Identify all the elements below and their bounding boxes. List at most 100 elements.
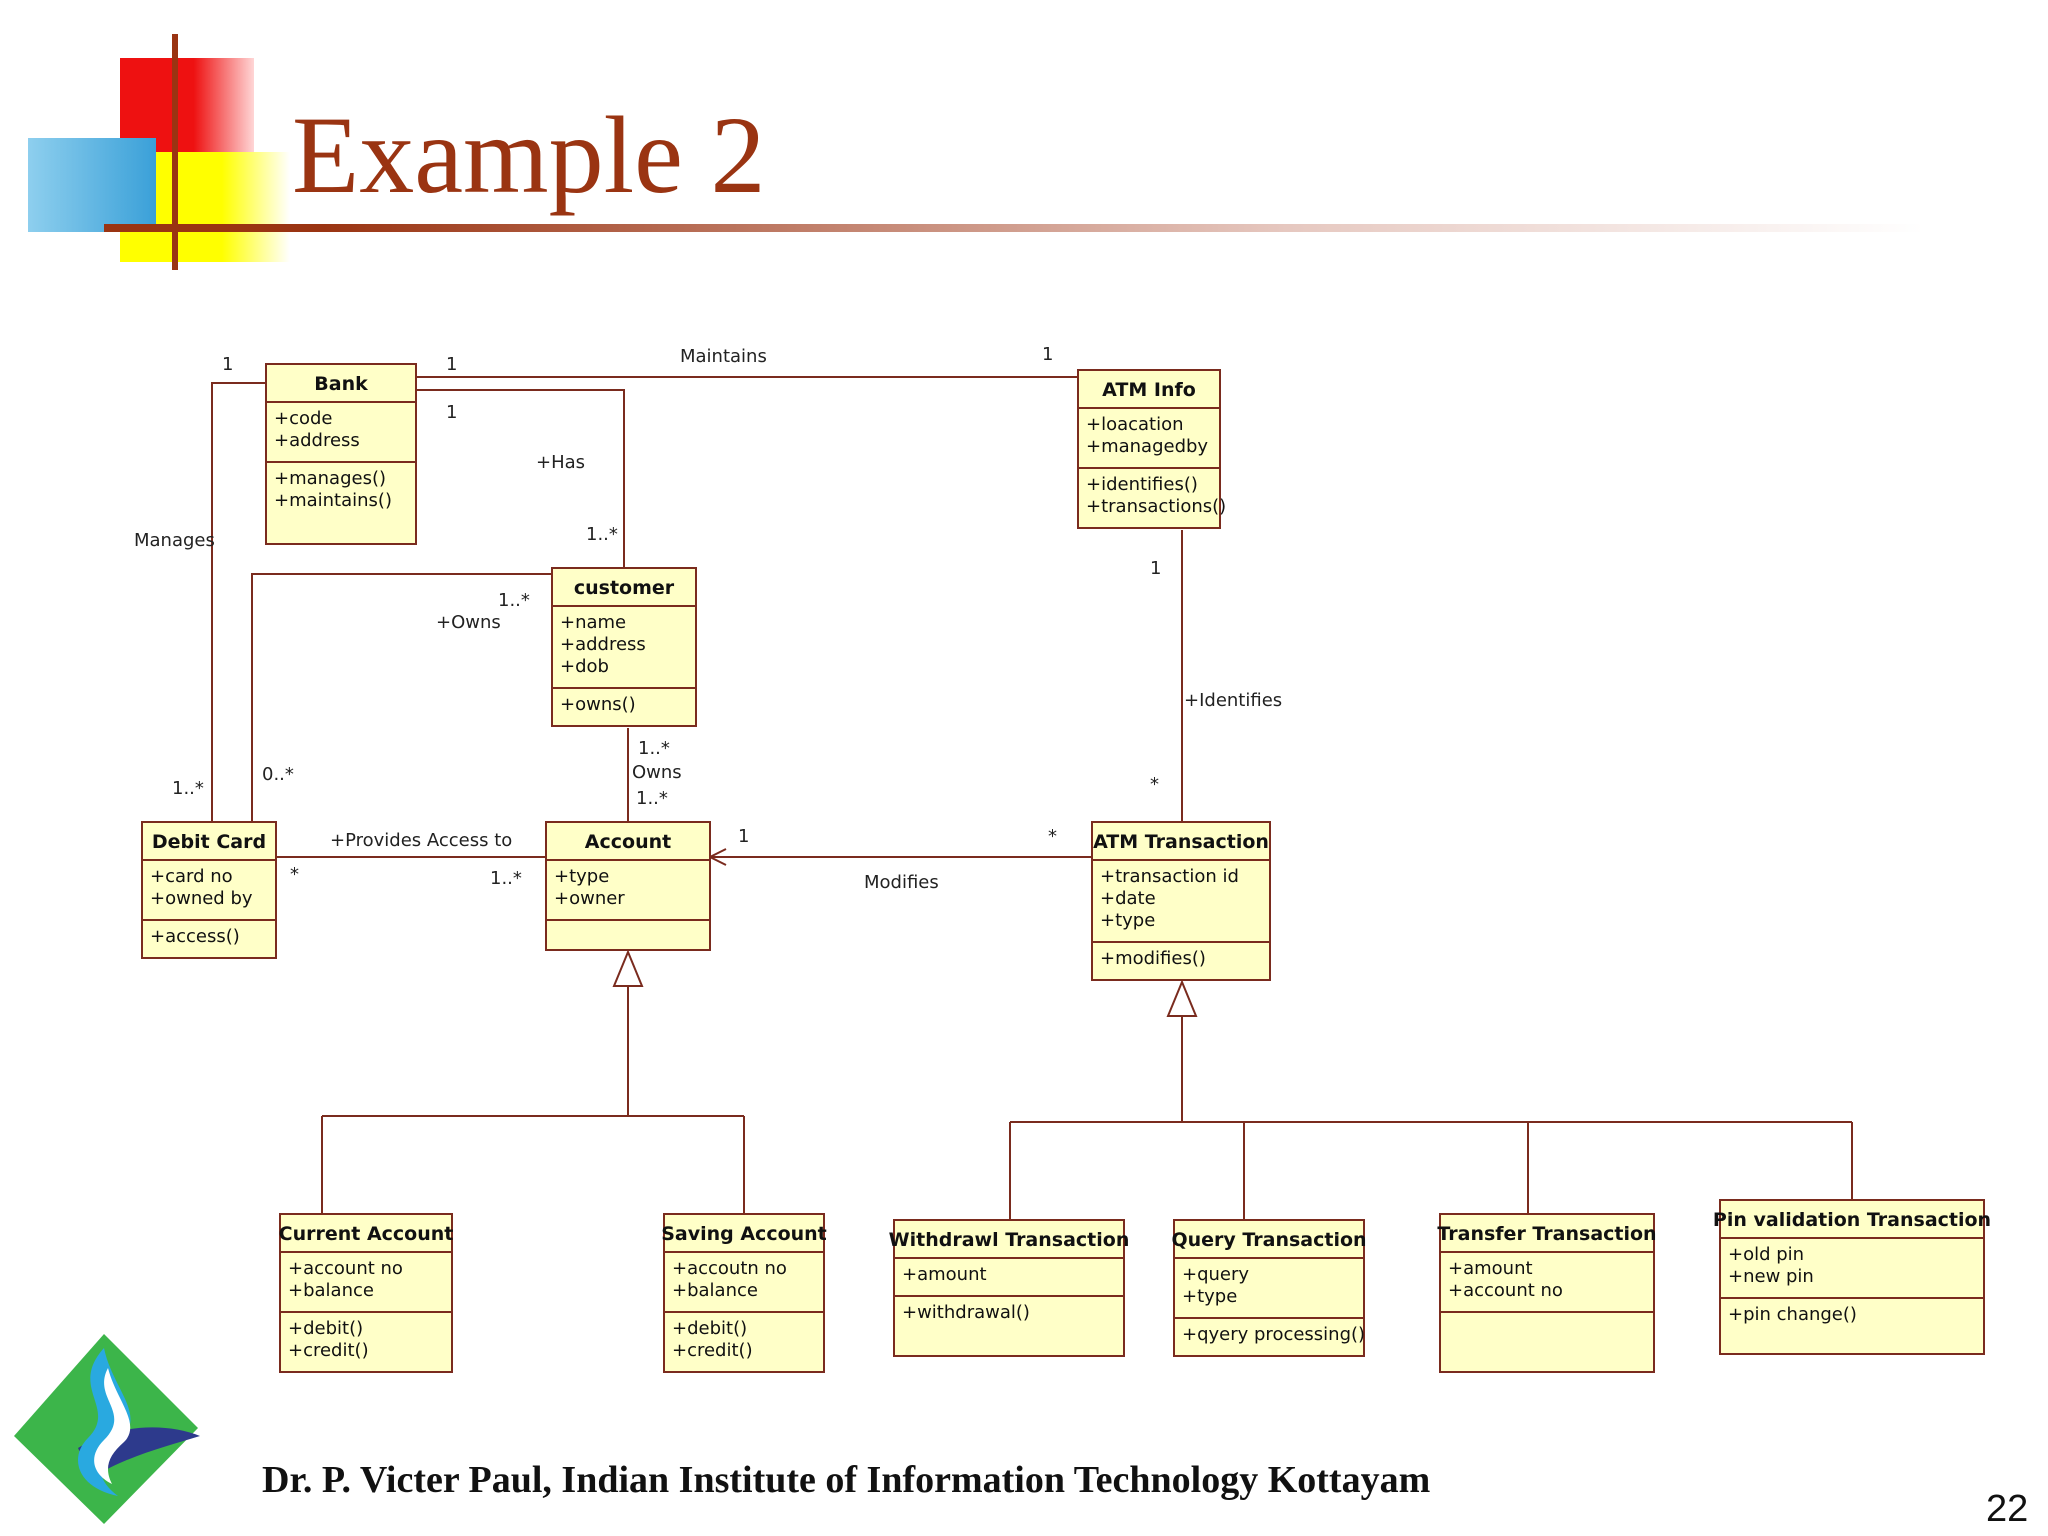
debit-card-class-box [141, 821, 277, 959]
current-account-attribute: +balance [288, 1280, 374, 1301]
atm-info-class-box [1077, 369, 1221, 529]
slide-title: Example 2 [292, 94, 766, 216]
owns-account-customer-multiplicity: 1..* [638, 738, 670, 759]
logo-cyan-swoosh [78, 1348, 131, 1496]
maintains-bank-multiplicity: 1 [446, 354, 457, 375]
transfer-transaction-attribute: +amount [1448, 1258, 1533, 1279]
bank-operation: +manages() [274, 468, 386, 489]
title-underline [104, 224, 1924, 232]
blue-square-decoration [28, 138, 156, 232]
atm-info-class-name: ATM Info [1102, 379, 1196, 401]
withdrawl-transaction-attribute: +amount [902, 1264, 987, 1285]
owns-card-customer-multiplicity: 1..* [498, 590, 530, 611]
debit-card-attribute: +card no [150, 866, 233, 887]
transaction-generalization-triangle [1166, 979, 1198, 1017]
query-transaction-operation: +qyery processing() [1182, 1324, 1365, 1345]
customer-attribute: +name [560, 612, 626, 633]
transfer-transaction-attribute: +account no [1448, 1280, 1563, 1301]
atm-info-operation: +identifies() [1086, 474, 1198, 495]
owns-account-account-multiplicity: 1..* [636, 788, 668, 809]
account-generalization-triangle [612, 949, 644, 987]
atm-transaction-attribute: +date [1100, 888, 1156, 909]
owns-card-card-multiplicity: 0..* [262, 764, 294, 785]
atm-info-operation: +transactions() [1086, 496, 1226, 517]
modifies-account-multiplicity: 1 [738, 826, 749, 847]
owns-card-association-line [251, 573, 552, 822]
atm-info-attribute: +loacation [1086, 414, 1184, 435]
pin-validation-transaction-attribute: +new pin [1728, 1266, 1814, 1287]
saving-account-class-name: Saving Account [661, 1223, 827, 1245]
query-transaction-class-box [1173, 1219, 1365, 1357]
saving-account-operation: +debit() [672, 1318, 747, 1339]
query-transaction-class-name: Query Transaction [1171, 1229, 1366, 1251]
customer-operation: +owns() [560, 694, 636, 715]
saving-account-class: Saving Account +accoutn no+balance +debit(… [661, 1213, 827, 1373]
atm-transaction-attribute: +type [1100, 910, 1155, 931]
customer-attribute: +address [560, 634, 646, 655]
identifies-transaction-multiplicity: * [1150, 774, 1159, 795]
modifies-label: Modifies [864, 872, 939, 893]
transfer-transaction-class-name: Transfer Transaction [1437, 1223, 1656, 1245]
manages-association-line [211, 382, 266, 822]
manages-label: Manages [134, 530, 215, 551]
pin-validation-transaction-class-box [1719, 1199, 1985, 1355]
bank-class-name: Bank [314, 373, 368, 395]
current-account-class-box [279, 1213, 453, 1373]
customer-class-box [551, 567, 697, 727]
has-bank-multiplicity: 1 [446, 402, 457, 423]
footer-author: Dr. P. Victer Paul, Indian Institute of … [262, 1459, 1431, 1501]
bank-attribute: +code [274, 408, 333, 429]
account-class: Account +type+owner [545, 821, 711, 951]
customer-class-name: customer [574, 577, 675, 599]
bank-operation: +maintains() [274, 490, 392, 511]
current-account-operation: +credit() [288, 1340, 369, 1361]
withdrawl-transaction-class-name: Withdrawl Transaction [889, 1229, 1130, 1251]
provides-access-label: +Provides Access to [330, 830, 512, 851]
pin-validation-transaction-attribute: +old pin [1728, 1244, 1804, 1265]
logo-white-swoosh [94, 1368, 131, 1484]
atm-transaction-class-name: ATM Transaction [1093, 831, 1269, 853]
account-attribute: +type [554, 866, 609, 887]
owns-card-label: +Owns [436, 612, 501, 633]
withdrawl-transaction-class-box [893, 1219, 1125, 1357]
query-transaction-attribute: +query [1182, 1264, 1249, 1285]
saving-account-class-box [663, 1213, 825, 1373]
query-transaction-class: Query Transaction +query+type +qyery proce… [1171, 1219, 1367, 1357]
current-account-class-name: Current Account [279, 1223, 454, 1245]
has-customer-multiplicity: 1..* [586, 524, 618, 545]
atm-transaction-operation: +modifies() [1100, 948, 1206, 969]
bank-class: Bank +code+address +manages()+maintains() [265, 363, 417, 545]
account-class-box [545, 821, 711, 951]
debit-card-class-name: Debit Card [152, 831, 266, 853]
transfer-transaction-class: Transfer Transaction +amount+account no [1437, 1213, 1657, 1373]
saving-account-operation: +credit() [672, 1340, 753, 1361]
bank-attribute: +address [274, 430, 360, 451]
current-account-operation: +debit() [288, 1318, 363, 1339]
has-association-line [416, 389, 625, 568]
customer-class: customer+name+address+dob+owns() [551, 567, 697, 727]
owns-account-label: Owns [632, 762, 682, 783]
provides-access-card-multiplicity: * [290, 864, 299, 885]
has-label: +Has [536, 452, 585, 473]
account-class-name: Account [585, 831, 671, 853]
pin-validation-transaction-class-name: Pin validation Transaction [1713, 1209, 1991, 1231]
saving-account-attribute: +balance [672, 1280, 758, 1301]
identifies-atm-multiplicity: 1 [1150, 558, 1161, 579]
bank-class-box [265, 363, 417, 545]
transfer-transaction-class-box [1439, 1213, 1655, 1373]
saving-account-attribute: +accoutn no [672, 1258, 787, 1279]
identifies-label: +Identifies [1184, 690, 1282, 711]
manages-card-multiplicity: 1..* [172, 778, 204, 799]
provides-access-account-multiplicity: 1..* [490, 868, 522, 889]
account-attribute: +owner [554, 888, 625, 909]
current-account-attribute: +account no [288, 1258, 403, 1279]
query-transaction-attribute: +type [1182, 1286, 1237, 1307]
current-account-class: Current Account +account no+balance +debit… [279, 1213, 454, 1373]
withdrawl-transaction-class: Withdrawl Transaction+amount+withdrawal(… [889, 1219, 1130, 1357]
debit-card-operation: +access() [150, 926, 240, 947]
institute-logo [14, 1334, 200, 1524]
atm-info-attribute: +managedby [1086, 436, 1208, 457]
debit-card-class: Debit Card+card no+owned by+access() [141, 821, 277, 959]
atm-transaction-attribute: +transaction id [1100, 866, 1239, 887]
